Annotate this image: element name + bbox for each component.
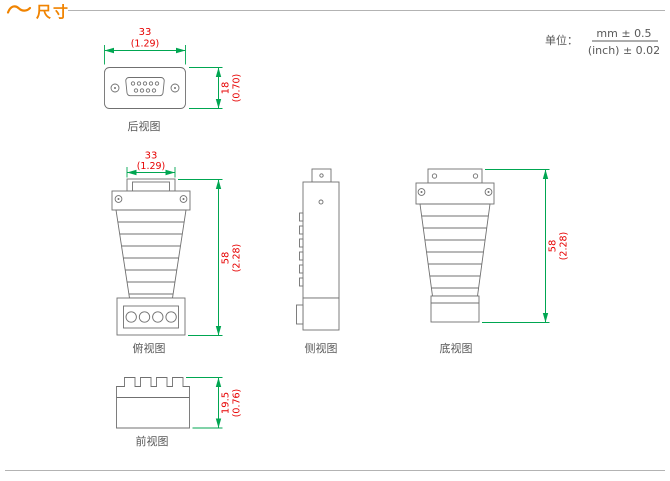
rib-bump bbox=[299, 251, 304, 261]
rear-width-dimension: 33 (1.29) bbox=[104, 27, 186, 65]
dsub-shell-outline bbox=[125, 77, 165, 97]
unit-inch: (inch) ± 0.02 bbox=[588, 44, 660, 57]
rib-bump bbox=[299, 238, 304, 248]
unit-mm: mm ± 0.5 bbox=[596, 27, 651, 40]
rear-screw-dot-left bbox=[114, 87, 116, 89]
rear-height-dimension: 18 (0.70) bbox=[189, 67, 243, 109]
title-squiggle-icon bbox=[6, 5, 32, 14]
bottom-view-label: 底视图 bbox=[440, 341, 473, 355]
top-thumbscrew-left bbox=[114, 195, 123, 203]
rib-bump bbox=[299, 277, 304, 287]
front-view-drawing bbox=[116, 377, 190, 429]
rib-bump bbox=[299, 264, 304, 274]
top-width-mm: 33 bbox=[145, 151, 158, 162]
side-body bbox=[302, 181, 340, 299]
top-width-dimension: 33 (1.29) bbox=[126, 151, 176, 178]
front-view-label: 前视图 bbox=[136, 434, 169, 448]
top-thumbscrew-dot-right bbox=[182, 198, 185, 200]
dsub-pins bbox=[130, 81, 160, 93]
rib-bump bbox=[299, 225, 304, 235]
front-outline bbox=[116, 377, 190, 429]
side-view-label: 侧视图 bbox=[305, 341, 338, 355]
top-shell-outer bbox=[126, 178, 176, 192]
rear-screw-dot-right bbox=[174, 87, 176, 89]
unit-label: 单位： bbox=[545, 33, 578, 47]
bottom-height-inch: (2.28) bbox=[559, 232, 570, 261]
top-height-dimension: 58 (2.28) bbox=[178, 179, 243, 336]
top-height-mm: 58 bbox=[221, 252, 232, 265]
side-tab-hole bbox=[319, 173, 324, 178]
rear-screw-hole-right bbox=[170, 83, 180, 93]
bottom-jackscrew-right bbox=[472, 173, 479, 179]
page-header: 尺寸 bbox=[5, 3, 665, 471]
bottom-thumbscrew-right bbox=[484, 188, 493, 196]
rear-height-inch: (0.70) bbox=[232, 74, 243, 103]
bottom-view-drawing bbox=[415, 168, 495, 323]
top-body-taper bbox=[115, 209, 187, 299]
bottom-body-ribs bbox=[421, 215, 489, 289]
bottom-height-mm: 58 bbox=[548, 240, 559, 253]
rear-screw-hole-left bbox=[110, 83, 120, 93]
side-protrusion bbox=[296, 304, 304, 325]
unit-note: 单位： mm ± 0.5 (inch) ± 0.02 bbox=[545, 27, 660, 57]
bottom-jackscrew-left bbox=[431, 173, 438, 179]
top-terminal-inner bbox=[123, 305, 179, 329]
bottom-base-block bbox=[430, 295, 480, 323]
page-title: 尺寸 bbox=[36, 3, 70, 21]
bottom-thumbscrew-dot-left bbox=[420, 191, 423, 193]
bottom-shell bbox=[427, 168, 483, 184]
rear-width-mm: 33 bbox=[139, 27, 152, 38]
rear-view-label: 后视图 bbox=[128, 119, 161, 133]
rear-height-mm: 18 bbox=[221, 82, 232, 95]
top-thumbscrew-dot-left bbox=[117, 198, 120, 200]
side-screw-hole bbox=[318, 199, 324, 205]
rear-width-inch: (1.29) bbox=[131, 39, 160, 50]
top-terminal-holes bbox=[125, 311, 177, 323]
side-top-tab bbox=[311, 168, 332, 183]
top-height-inch: (2.28) bbox=[232, 244, 243, 273]
bottom-body-taper bbox=[419, 203, 491, 297]
top-width-inch: (1.29) bbox=[137, 161, 166, 172]
top-view-drawing bbox=[111, 178, 191, 336]
front-height-dimension: 19.5 (0.76) bbox=[186, 377, 243, 429]
bottom-thumbscrew-dot-right bbox=[487, 191, 490, 193]
top-terminal-block bbox=[116, 297, 186, 336]
rear-connector-outline bbox=[104, 67, 186, 109]
rear-view-drawing bbox=[104, 67, 186, 109]
side-view-drawing bbox=[296, 168, 340, 331]
top-flange bbox=[111, 190, 191, 211]
bottom-height-dimension: 58 (2.28) bbox=[482, 169, 570, 323]
top-view-label: 俯视图 bbox=[133, 341, 166, 355]
bottom-flange bbox=[415, 182, 495, 205]
side-ribs bbox=[299, 212, 304, 287]
side-bottom-block bbox=[302, 297, 340, 331]
top-thumbscrew-right bbox=[179, 195, 188, 203]
front-height-mm: 19.5 bbox=[221, 392, 232, 414]
front-height-inch: (0.76) bbox=[232, 389, 243, 418]
rib-bump bbox=[299, 212, 304, 222]
bottom-thumbscrew-left bbox=[417, 188, 426, 196]
top-body-ribs bbox=[117, 221, 185, 295]
